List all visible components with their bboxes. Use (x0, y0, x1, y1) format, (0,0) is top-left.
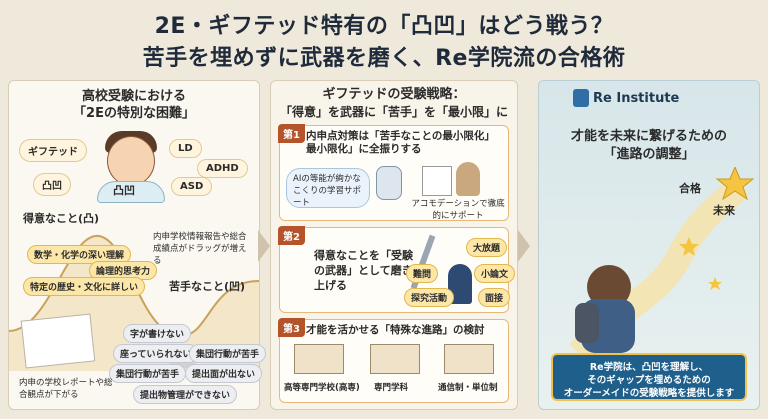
panel1-heading-line1: 高校受験における (81, 89, 186, 104)
child-face-icon (107, 136, 155, 186)
weak-item-sitting: 座っていられない (113, 344, 199, 363)
weak-item-group2: 集団行動が苦手 (109, 364, 187, 383)
specialty-building-icon (370, 344, 420, 374)
section-3-title: 才能を活かせる「特殊な進路」の検討 (306, 324, 485, 336)
panel2-heading-line2: 「得意」を武器に「苦手」を「最小限」に (279, 105, 508, 119)
strong-item-history: 特定の歴史・文化に詳しい (23, 277, 146, 296)
school-type-1: 高等専門学校(高専) (284, 383, 360, 393)
tag-asd: ASD (171, 177, 213, 196)
panel2-heading-line1: ギフテッドの受験戦略： (322, 87, 466, 102)
weak-label: 苦手なこと(凹) (169, 280, 246, 293)
panel-strategy: ギフテッドの受験戦略： 「得意」を武器に「苦手」を「最小限」に 第1 内申点対策… (270, 80, 518, 410)
panel1-heading-line2: 「2Eの特別な困難」 (73, 106, 195, 121)
correspondence-building-icon (444, 344, 494, 374)
tag-ld: LD (169, 139, 202, 158)
teacher-icon (456, 162, 480, 196)
doc-note: 内申の学校レポートや総合観点が下がる (19, 378, 113, 400)
tag-adhd: ADHD (197, 159, 248, 178)
footer-line1: Re学院は、凸凹を理解し、 (589, 362, 709, 373)
ai-support-bubble: AIの等能が絢かなこくりの学習サポート (286, 168, 370, 208)
strategy-section-3: 第3 才能を活かせる「特殊な進路」の検討 高等専門学校(高専) 専門学科 通信制… (278, 318, 509, 403)
skill-chip-1: 大放題 (466, 238, 508, 257)
weak-item-writing: 字が書けない (123, 324, 192, 343)
panel-challenges: 高校受験における 「2Eの特別な困難」 凸凹 ギフテッド LD ADHD 凸凹 … (8, 80, 267, 410)
report-document-icon (20, 313, 96, 369)
main-title-line2: 苦手を埋めずに武器を磨く、Re学院流の合格術 (142, 46, 626, 71)
school-type-2: 専門学科 (374, 383, 409, 393)
skill-chip-3: 小論文 (474, 264, 516, 283)
tag-dekoboko: 凸凹 (33, 173, 71, 196)
section-1-title: 内申点対策は「苦手なことの最小限化」最小限化」に全振りする (306, 130, 495, 155)
re-institute-logo-icon (573, 89, 589, 107)
report-note: 内申学校情報報告や総合成績点がドラッグが増える (153, 232, 247, 266)
panel-future: Re Institute 才能を未来に繋げるための 「進路の調整」 合格 未来 … (538, 80, 760, 410)
flow-arrow-1 (258, 80, 272, 410)
section-1-left-note: AIの等能が絢かなこくりの学習サポート (293, 174, 362, 208)
weak-item-group1: 集団行動が苦手 (189, 344, 267, 363)
robot-icon (376, 166, 402, 200)
skill-chip-2: 難問 (406, 264, 439, 283)
star-icon (715, 167, 755, 201)
main-title-line1: 2E・ギフテッド特有の「凸凹」はどう戦う？ (154, 14, 614, 39)
flow-arrow-2 (518, 80, 532, 410)
strategy-section-1: 第1 内申点対策は「苦手なことの最小限化」最小限化」に全振りする AIの等能が絢… (278, 124, 509, 221)
footer-line3: オーダーメイドの受験戦略を提供します (563, 388, 735, 399)
school-type-3: 通信制・単位制 (438, 383, 498, 393)
strong-label: 得意なこと(凸) (23, 212, 100, 225)
footer-line2: そのギャップを埋めるための (587, 375, 711, 386)
section-2-number: 第2 (278, 226, 305, 245)
brand-logo-text: Re Institute (593, 91, 680, 106)
face-label: 凸凹 (113, 184, 135, 197)
weak-item-submit: 提出面が出ない (185, 364, 263, 383)
panel3-heading-line2: 「進路の調整」 (603, 147, 695, 162)
document-icon (422, 166, 452, 196)
strategy-section-2: 第2 得意なことを「受験の武器」として磨き上げる 大放題 難問 小論文 探究活動… (278, 226, 516, 313)
future-path-illustration (569, 167, 755, 353)
goal-label-future: 未来 (713, 204, 735, 217)
panel3-heading-line1: 才能を未来に繋げるための (570, 129, 727, 144)
skill-chip-5: 面接 (478, 288, 511, 307)
section-2-title: 得意なことを「受験の武器」として磨き上げる (314, 249, 413, 292)
section-3-number: 第3 (278, 318, 305, 337)
section-1-number: 第1 (278, 124, 305, 143)
tag-gifted: ギフテッド (19, 139, 87, 162)
weak-item-manage: 提出物管理ができない (133, 385, 238, 404)
goal-label-pass: 合格 (679, 182, 701, 195)
section-1-right-note: アコモデーションで徹底的にサポート (411, 199, 505, 221)
strong-item-math: 数学・化学の深い理解 (27, 245, 132, 264)
skill-chip-4: 探究活動 (404, 288, 455, 307)
re-institute-message-box: Re学院は、凸凹を理解し、 そのギャップを埋めるための オーダーメイドの受験戦略… (551, 353, 747, 401)
college-building-icon (294, 344, 344, 374)
